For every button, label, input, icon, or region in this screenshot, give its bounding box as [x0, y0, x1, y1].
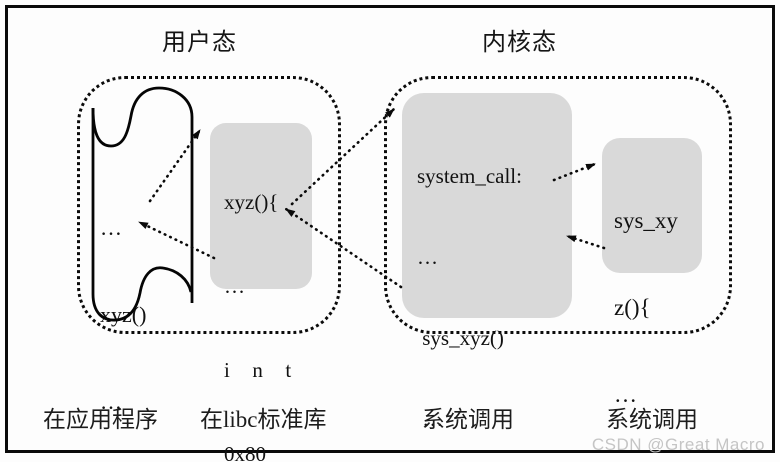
kernel-code-line: …	[417, 407, 444, 431]
libc-code-line: …	[224, 274, 245, 298]
outer-frame	[5, 5, 775, 453]
syscall-handler-box: system_call: … sys_xyz() … ret_from_sys_…	[402, 93, 572, 431]
user-mode-title: 用户态	[162, 30, 237, 56]
kernel-code-line: …	[417, 245, 438, 269]
kernel-code-line: sys_xyz()	[417, 326, 504, 350]
libc-code-line: xyz(){	[224, 190, 279, 214]
service-code-line: …	[614, 382, 637, 407]
service-code-line: sys_xy	[614, 208, 678, 233]
app-code-line: xyz()	[100, 302, 147, 327]
app-code-line: …	[100, 389, 122, 414]
caption-line: 系统调用	[422, 407, 514, 432]
libc-code-line-int: i n t	[224, 358, 292, 382]
caption-libc-wrapper: 在libc标准库 中的封装例程	[200, 352, 338, 462]
kernel-mode-title: 内核态	[482, 30, 557, 56]
caption-line: 系统调用	[606, 407, 698, 432]
libc-code-line: 0x80	[224, 442, 266, 462]
libc-wrapper-box: xyz(){ … i n t 0x80 … }	[210, 123, 312, 462]
csdn-watermark: CSDN @Great Macro	[591, 435, 765, 454]
caption-application: 在应用程序 调用中的 系统调用	[43, 352, 158, 462]
app-code-line: …	[100, 215, 122, 240]
service-routine-box: sys_xy z(){ … }	[602, 138, 702, 407]
caption-service-routine: 系统调用 服务例程	[606, 352, 698, 462]
kernel-code-line: system_call:	[417, 164, 522, 188]
caption-syscall-handler: 系统调用 处理程序	[422, 352, 514, 462]
caption-line: 在libc标准库	[200, 407, 327, 432]
service-code-line: z(){	[614, 295, 651, 320]
caption-line: 在应用程序	[43, 407, 158, 432]
